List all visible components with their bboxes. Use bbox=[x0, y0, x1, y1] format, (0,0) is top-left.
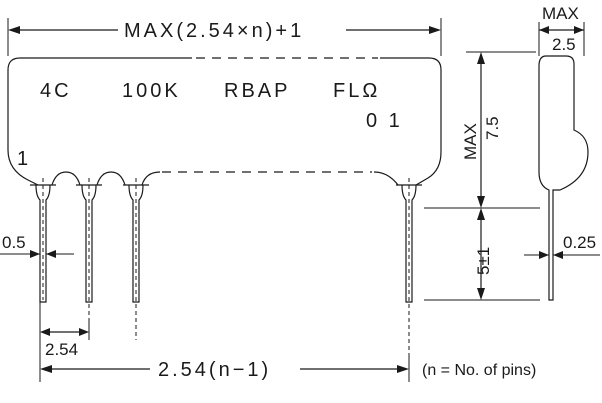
thickness-value-label: 2.5 bbox=[552, 35, 576, 54]
overall-length-dimension: MAX(2.54×n)+1 bbox=[7, 18, 442, 56]
lead-n bbox=[396, 178, 422, 380]
lead-2 bbox=[76, 178, 102, 320]
thickness-dimension: MAX 2.5 bbox=[538, 4, 585, 56]
lead-width-dimension: 0.5 bbox=[0, 233, 74, 258]
thickness-max-label: MAX bbox=[542, 4, 579, 23]
marking-series: 4C bbox=[40, 80, 72, 102]
resistor-body bbox=[7, 57, 442, 186]
lead-3 bbox=[123, 178, 149, 340]
pin-count-note: (n = No. of pins) bbox=[422, 362, 536, 379]
pin-one-label: 1 bbox=[17, 148, 31, 170]
height-max-label: MAX bbox=[461, 123, 480, 160]
lead-width-label: 0.5 bbox=[2, 233, 26, 252]
overall-length-label: MAX(2.54×n)+1 bbox=[124, 20, 304, 42]
height-dimension: MAX 7.5 5±1 bbox=[424, 51, 540, 301]
lead-thickness-label: 0.25 bbox=[563, 233, 596, 252]
marking-type: RBAP bbox=[224, 80, 290, 102]
side-view-body bbox=[538, 55, 589, 301]
span-label: 2.54(n−1) bbox=[158, 359, 271, 381]
lead-1 bbox=[30, 178, 56, 303]
height-value-label: 7.5 bbox=[483, 116, 502, 140]
lead-thickness-dimension: 0.25 bbox=[524, 233, 600, 259]
marking-code: FLΩ bbox=[333, 80, 380, 102]
pin-pitch-dimension: 2.54 bbox=[39, 302, 90, 360]
marking-resistance: 100K bbox=[122, 80, 181, 102]
pin-pitch-label: 2.54 bbox=[45, 340, 78, 359]
lead-length-label: 5±1 bbox=[474, 247, 493, 275]
marking-lot: 0 1 bbox=[366, 110, 403, 132]
span-dimension: 2.54(n−1) (n = No. of pins) bbox=[39, 355, 536, 382]
